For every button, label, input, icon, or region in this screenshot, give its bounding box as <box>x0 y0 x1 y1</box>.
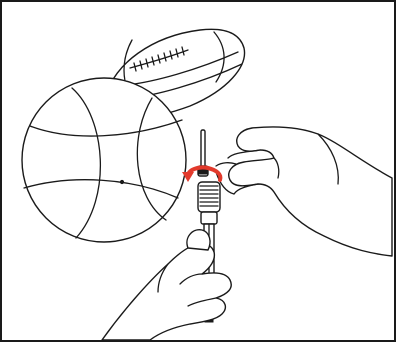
right-hand <box>215 126 393 257</box>
football-laces <box>133 46 185 72</box>
rotation-arrow-icon <box>182 165 223 182</box>
basketball <box>21 77 187 243</box>
left-hand <box>101 229 232 340</box>
valve-hole <box>119 179 125 185</box>
inflation-illustration <box>21 28 393 340</box>
